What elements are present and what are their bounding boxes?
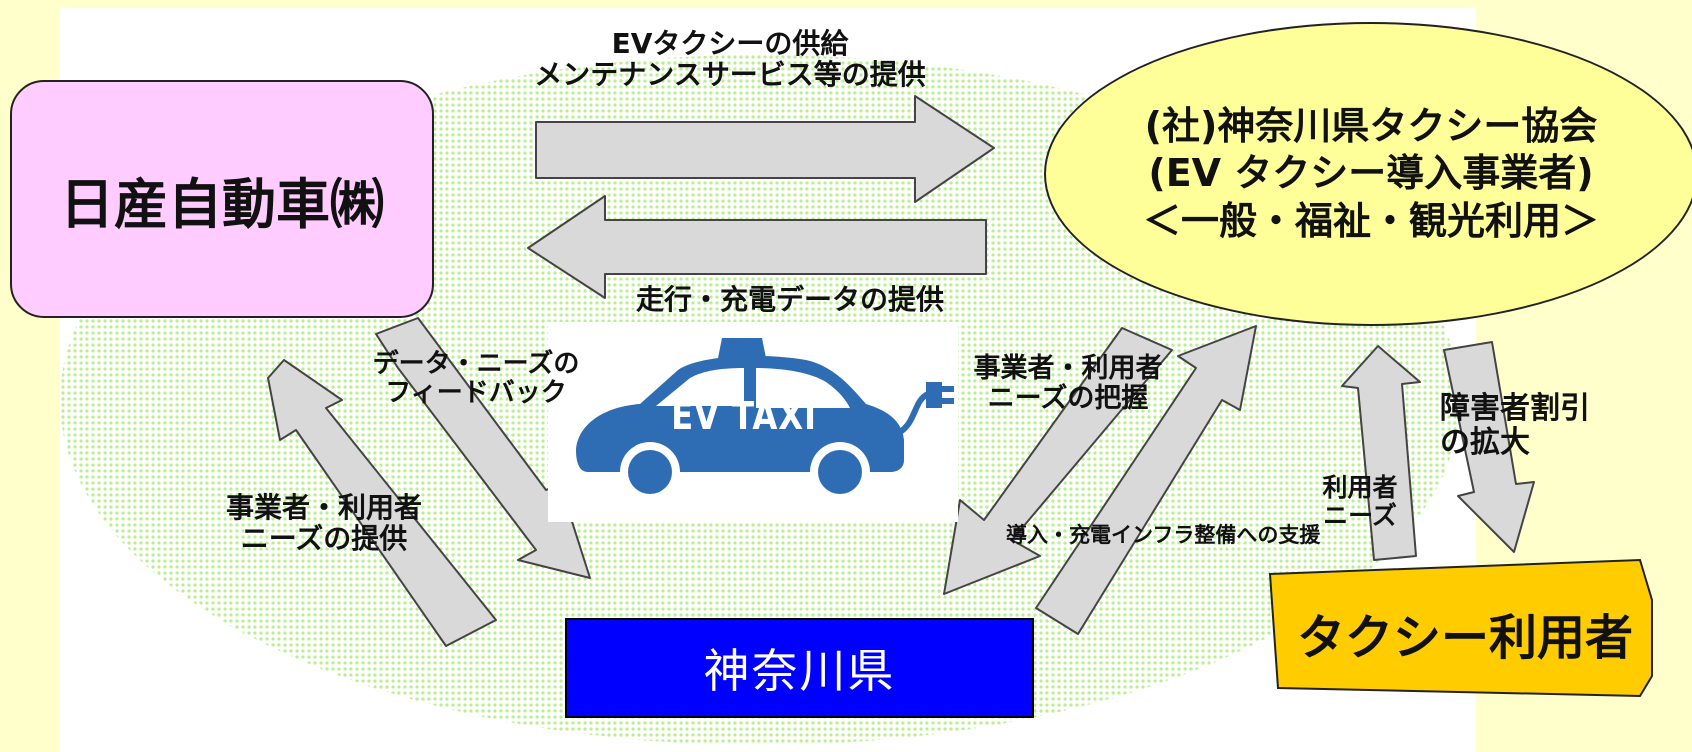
arrow-supply [535, 95, 995, 203]
user-needs-label: 利用者 ニーズ [1300, 474, 1420, 530]
supply-line2: メンテナンスサービス等の提供 [534, 58, 926, 92]
needs-grasp-line2: ニーズの把握 [987, 383, 1149, 415]
association-line2: (EV タクシー導入事業者) [1148, 151, 1594, 196]
arrow-infra [1035, 325, 1257, 635]
ev-taxi-car-icon [576, 338, 954, 502]
feedback-line1: データ・ニーズの [372, 349, 580, 379]
discount-line2: の拡大 [1440, 424, 1530, 460]
taxi-association-ellipse: (社)神奈川県タクシー協会 (EV タクシー導入事業者) ＜一般・福祉・観光利用… [1044, 22, 1692, 326]
taxi-users-label: タクシー利用者 [1296, 610, 1633, 666]
association-line3: ＜一般・福祉・観光利用＞ [1142, 198, 1599, 243]
user-needs-line1: 利用者 [1322, 473, 1398, 502]
discount-label: 障害者割引 の拡大 [1440, 392, 1640, 459]
arrow-needs-grasp [943, 327, 1173, 595]
ev-taxi-sign-text: EV TAXI [671, 394, 817, 438]
needs-provide-line2: ニーズの提供 [240, 522, 408, 556]
needs-grasp-label: 事業者・利用者 ニーズの把握 [948, 353, 1188, 415]
needs-provide-label: 事業者・利用者 ニーズの提供 [194, 492, 454, 555]
needs-provide-line1: 事業者・利用者 [225, 491, 422, 524]
supply-line1: EVタクシーの供給 [611, 27, 849, 60]
arrow-needs-provide [267, 359, 497, 647]
feedback-label: データ・ニーズの フィードバック [356, 349, 596, 409]
needs-grasp-line1: 事業者・利用者 [973, 353, 1163, 384]
association-line1: (社)神奈川県タクシー協会 [1144, 103, 1598, 148]
nissan-box: 日産自動車㈱ [10, 80, 434, 318]
arrow-data-provision [527, 195, 987, 299]
arrow-discount [1443, 341, 1535, 553]
infra-support-label: 導入・充電インフラ整備への支援 [1006, 523, 1321, 547]
feedback-line2: フィードバック [385, 378, 567, 409]
data-provision-label: 走行・充電データの提供 [635, 283, 944, 316]
arrow-feedback [375, 317, 591, 579]
ev-taxi-illustration: EV TAXI [548, 322, 958, 522]
user-needs-line2: ニーズ [1323, 501, 1397, 530]
discount-line1: 障害者割引 [1440, 391, 1590, 426]
kanagawa-box: 神奈川県 [565, 618, 1034, 718]
arrow-user-needs [1341, 345, 1421, 561]
supply-label: EVタクシーの供給 メンテナンスサービス等の提供 [520, 28, 940, 91]
users-box [1268, 558, 1653, 698]
